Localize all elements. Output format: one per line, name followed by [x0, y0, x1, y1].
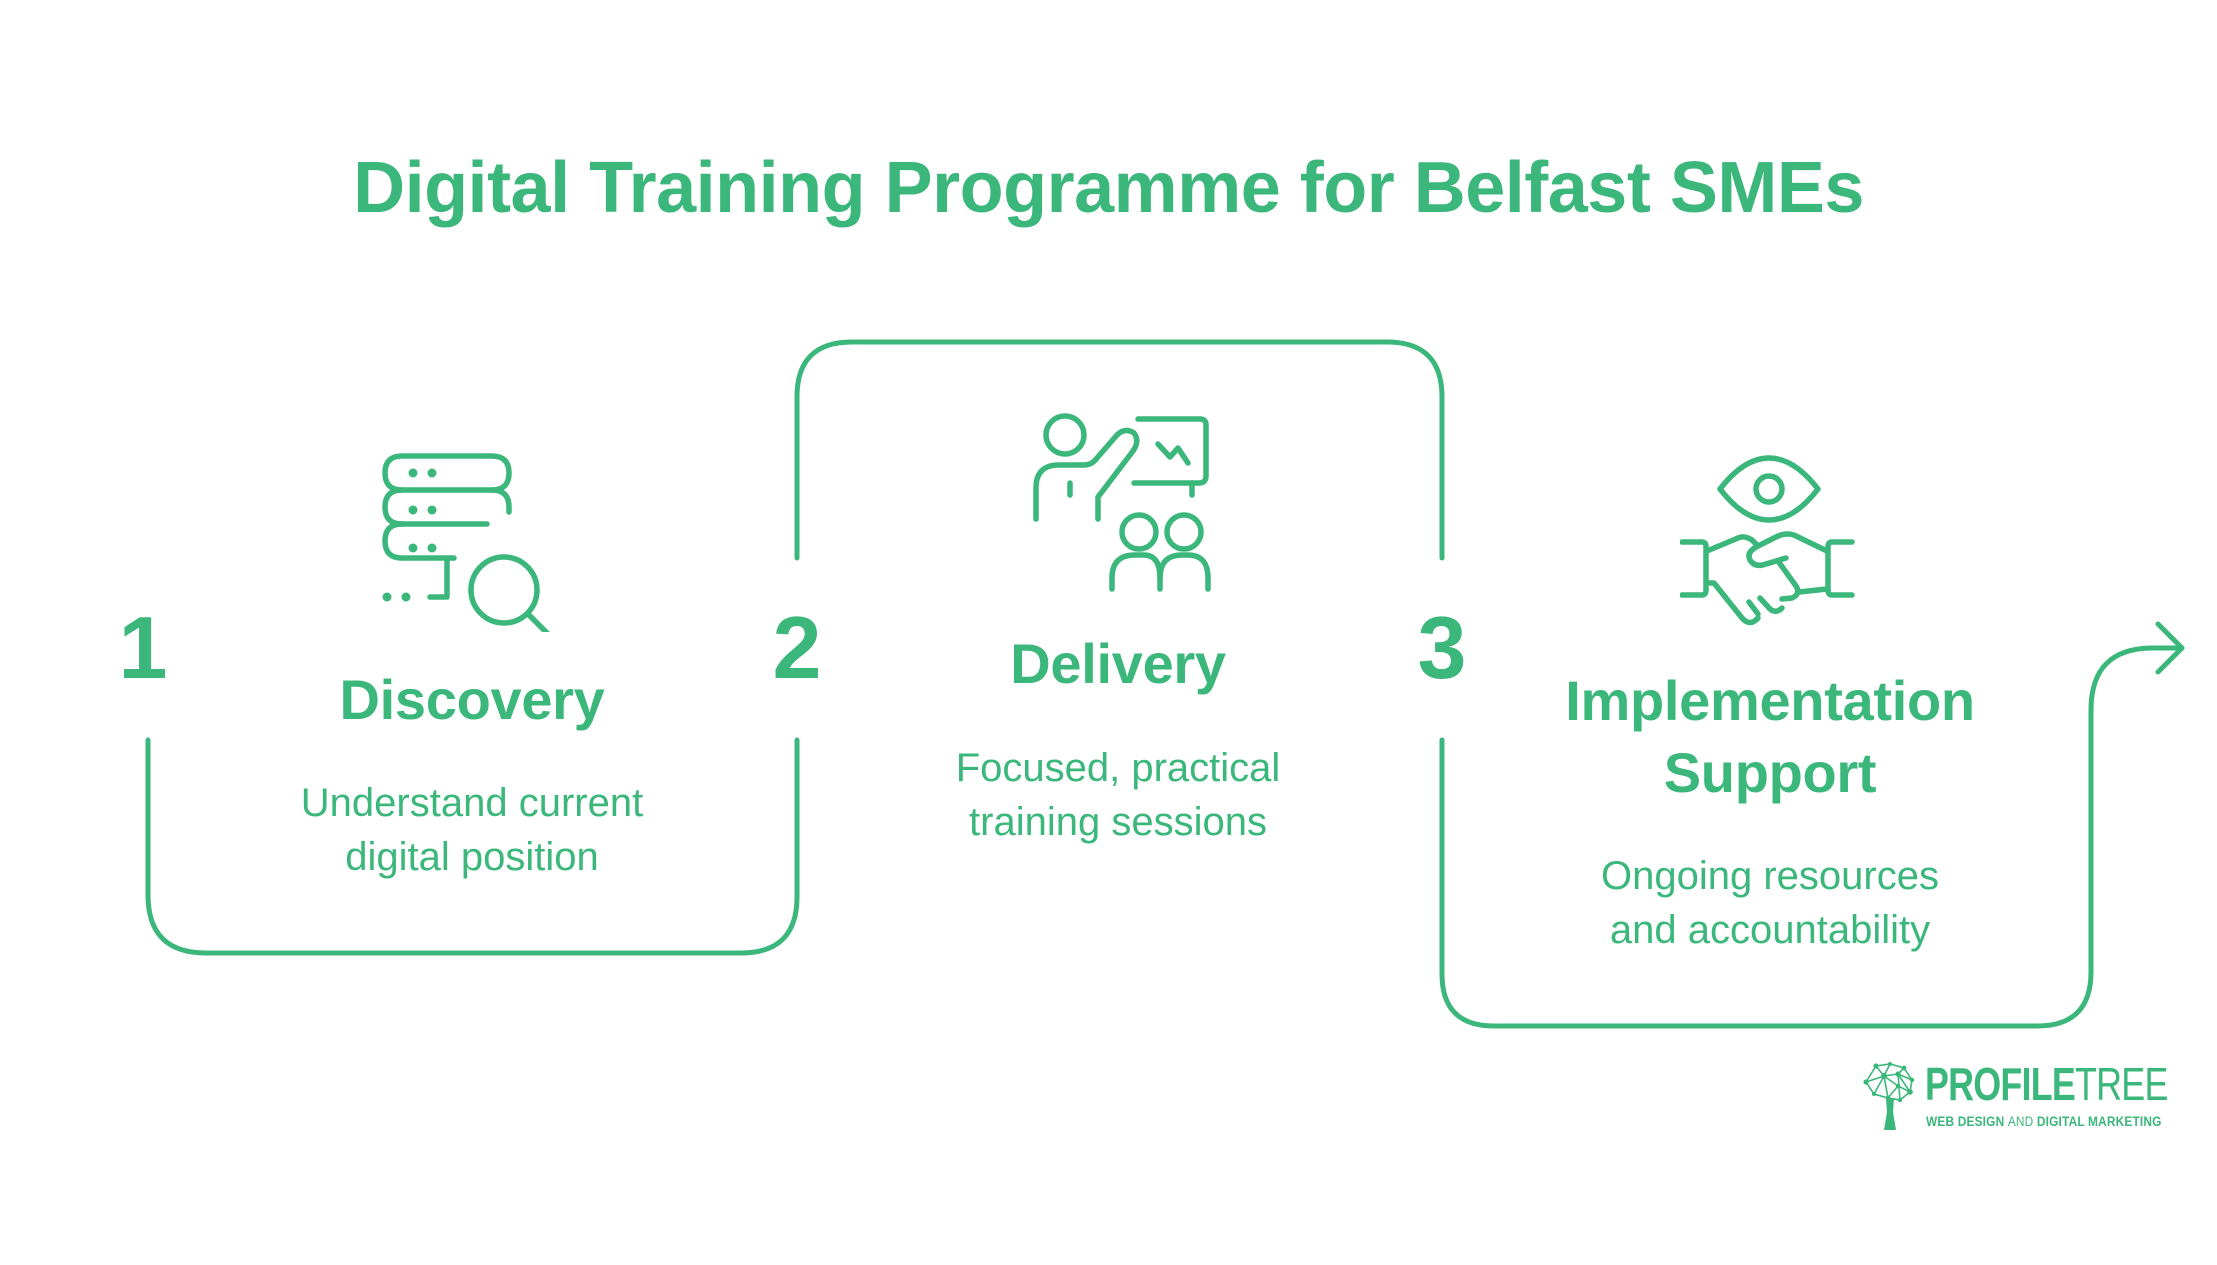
logo-tagline-part-3: DIGITAL MARKETING — [2033, 1114, 2162, 1129]
step-3-title-line-1: Implementation — [1565, 669, 1975, 732]
step-1-title: Discovery — [339, 668, 605, 731]
step-3-description: Ongoing resources and accountability — [1520, 849, 2020, 957]
step-3-description-line-2: and accountability — [1609, 908, 1931, 952]
step-number-1: 1 — [118, 598, 168, 697]
step-number-2: 2 — [772, 598, 822, 697]
logo-tagline-part-1: WEB DESIGN — [1926, 1114, 2008, 1129]
tree-network-icon — [1863, 1062, 1915, 1130]
step-1-description-line-2: digital position — [345, 835, 599, 879]
logo-brand-bold: PROFILE — [1925, 1058, 2076, 1110]
logo-tagline: WEB DESIGN AND DIGITAL MARKETING — [1926, 1114, 2162, 1130]
step-2-description-line-1: Focused, practical — [955, 746, 1281, 790]
step-3-description-line-1: Ongoing resources — [1601, 854, 1939, 898]
step-1-description: Understand current digital position — [222, 776, 722, 884]
step-3-title-line-2: Support — [1663, 741, 1877, 804]
logo-wordmark: PROFILETREE — [1925, 1058, 2168, 1110]
step-number-3: 3 — [1417, 598, 1467, 697]
logo-tagline-part-2: AND — [2007, 1114, 2034, 1129]
logo-brand-light: TREE — [2075, 1058, 2168, 1110]
server-search-icon — [382, 453, 550, 632]
step-1-description-line-1: Understand current — [300, 781, 644, 825]
step-2-description-line-2: training sessions — [969, 800, 1267, 844]
page-title: Digital Training Programme for Belfast S… — [353, 148, 1864, 228]
step-2-title: Delivery — [1010, 632, 1226, 695]
step-3-title: Implementation Support — [1520, 665, 2020, 809]
eye-handshake-icon — [1680, 455, 1855, 626]
arrow-right-icon — [2155, 621, 2185, 675]
step-2-description: Focused, practical training sessions — [868, 741, 1368, 849]
presentation-training-icon — [1033, 413, 1211, 592]
